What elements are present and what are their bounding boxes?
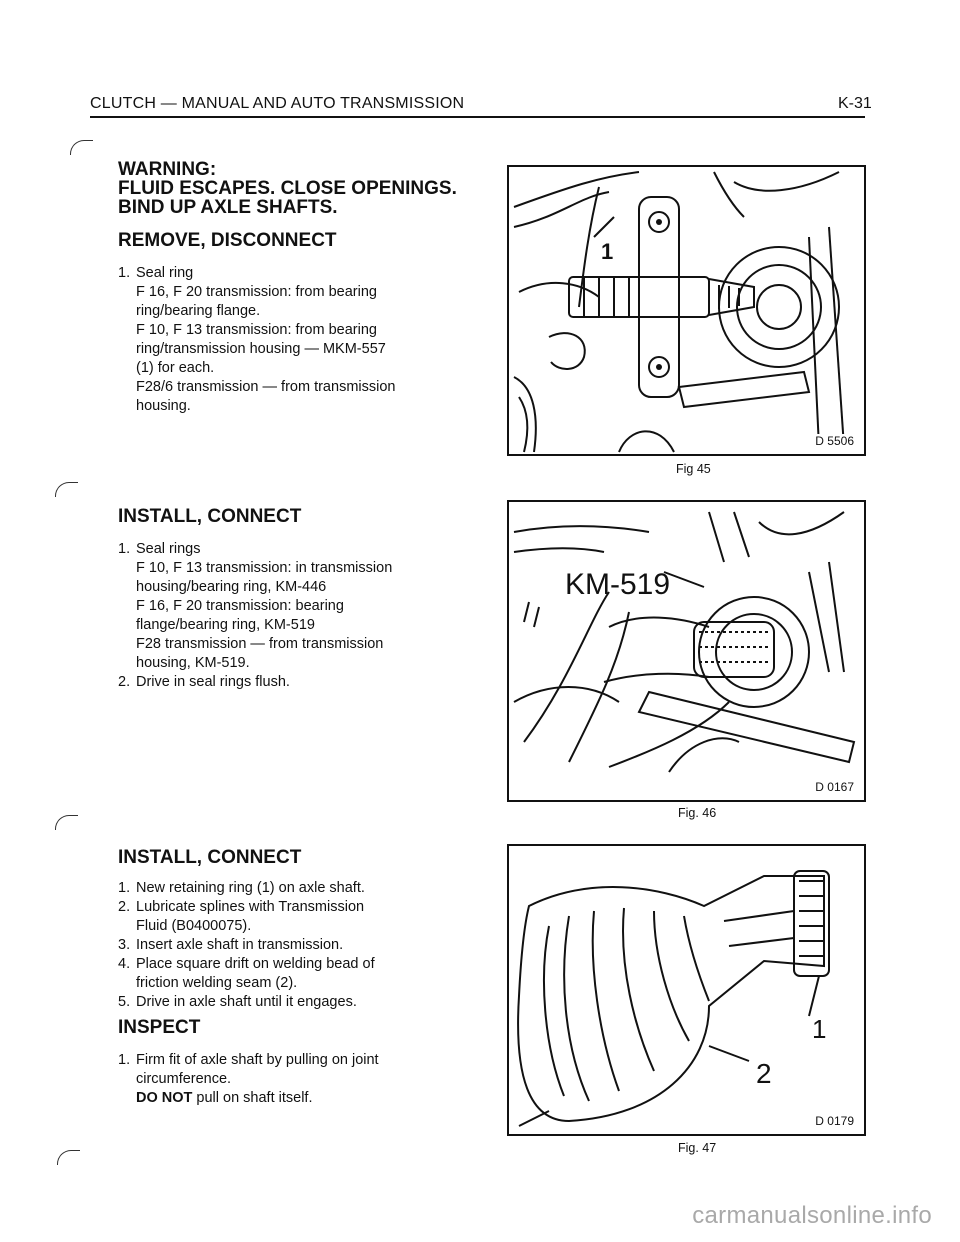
step-item: 2. Drive in seal rings flush. xyxy=(118,673,453,692)
step-item: 5. Drive in axle shaft until it engages. xyxy=(118,993,453,1012)
margin-mark xyxy=(70,140,93,155)
figure-46-drawing xyxy=(513,511,856,773)
figure-caption: Fig 45 xyxy=(676,462,711,476)
figure-45-drawing xyxy=(513,171,845,453)
step-line: Fluid (B0400075). xyxy=(136,918,252,934)
step-line: New retaining ring (1) on axle shaft. xyxy=(136,880,365,896)
step-line: Drive in seal rings flush. xyxy=(136,674,290,690)
step-line: F28/6 transmission — from transmission xyxy=(136,379,396,395)
page-number: K-31 xyxy=(838,95,872,112)
step-line: Insert axle shaft in transmission. xyxy=(136,937,344,953)
step-number: 1. xyxy=(118,265,131,281)
header-rule xyxy=(90,116,865,118)
note-emphasis: DO NOT xyxy=(136,1090,193,1106)
step-line: (1) for each. xyxy=(136,360,215,376)
figure-47-drawing xyxy=(517,870,830,1127)
step-list: 1. New retaining ring (1) on axle shaft.… xyxy=(118,879,453,1012)
step-number: 3. xyxy=(118,937,131,953)
step-line: flange/bearing ring, KM-519 xyxy=(136,617,315,633)
figure-code: D 5506 xyxy=(813,434,856,448)
step-line: Seal rings xyxy=(136,541,201,557)
step-line: Drive in axle shaft until it engages. xyxy=(136,994,357,1010)
section-heading: INSTALL, CONNECT xyxy=(118,506,302,527)
step-line: F 10, F 13 transmission: in transmission xyxy=(136,560,393,576)
step-number: 4. xyxy=(118,956,131,972)
step-item: 1. Seal ring F 16, F 20 transmission: fr… xyxy=(118,264,448,416)
step-item: 4. Place square drift on welding bead of… xyxy=(118,955,453,993)
step-list: 1. Seal ring F 16, F 20 transmission: fr… xyxy=(118,264,448,416)
warning-block: WARNING: FLUID ESCAPES. CLOSE OPENINGS. … xyxy=(118,160,457,217)
callout-label: 1 xyxy=(812,1014,827,1044)
step-line: F 16, F 20 transmission: bearing xyxy=(136,598,344,614)
watermark: carmanualsonline.info xyxy=(692,1202,932,1229)
margin-mark xyxy=(57,1150,80,1165)
callout-label: 1 xyxy=(601,239,614,264)
margin-mark xyxy=(55,815,78,830)
step-line: F 16, F 20 transmission: from bearing xyxy=(136,284,377,300)
step-list: 1. Firm fit of axle shaft by pulling on … xyxy=(118,1051,453,1108)
step-line: housing/bearing ring, KM-446 xyxy=(136,579,327,595)
step-note: DO NOT pull on shaft itself. xyxy=(136,1089,453,1108)
step-line: ring/bearing flange. xyxy=(136,303,261,319)
step-line: friction welding seam (2). xyxy=(136,975,298,991)
figure-code: D 0179 xyxy=(813,1114,856,1128)
step-item: 1. New retaining ring (1) on axle shaft. xyxy=(118,879,453,898)
step-line: Lubricate splines with Transmission xyxy=(136,899,365,915)
step-line: ring/transmission housing — MKM-557 xyxy=(136,341,386,357)
step-line: F28 transmission — from transmission xyxy=(136,636,384,652)
step-line: F 10, F 13 transmission: from bearing xyxy=(136,322,377,338)
step-line: Seal ring xyxy=(136,265,194,281)
figure-47-frame: 1 2 D 0179 xyxy=(507,844,866,1136)
step-item: 2. Lubricate splines with Transmission F… xyxy=(118,898,453,936)
margin-mark xyxy=(55,482,78,497)
step-number: 1. xyxy=(118,541,131,557)
step-item: 1. Firm fit of axle shaft by pulling on … xyxy=(118,1051,453,1108)
step-line: circumference. xyxy=(136,1071,232,1087)
section-heading: REMOVE, DISCONNECT xyxy=(118,230,337,251)
step-number: 2. xyxy=(118,899,131,915)
warning-label: WARNING: xyxy=(118,159,217,180)
figure-caption: Fig. 46 xyxy=(678,806,717,820)
section-heading: INSPECT xyxy=(118,1017,201,1038)
figure-46-frame: KM-519 D 0167 xyxy=(507,500,866,802)
section-heading: INSTALL, CONNECT xyxy=(118,847,302,868)
callout-label: 2 xyxy=(756,1058,772,1089)
warning-line: FLUID ESCAPES. CLOSE OPENINGS. xyxy=(118,178,457,199)
step-line: Place square drift on welding bead of xyxy=(136,956,375,972)
step-number: 5. xyxy=(118,994,131,1010)
warning-line: BIND UP AXLE SHAFTS. xyxy=(118,197,338,218)
step-list: 1. Seal rings F 10, F 13 transmission: i… xyxy=(118,540,453,692)
header-title: CLUTCH — MANUAL AND AUTO TRANSMISSION xyxy=(90,95,465,112)
step-line: Firm fit of axle shaft by pulling on joi… xyxy=(136,1052,379,1068)
note-text: pull on shaft itself. xyxy=(192,1090,313,1106)
figure-code: D 0167 xyxy=(813,780,856,794)
tool-label: KM-519 xyxy=(565,568,671,601)
step-item: 1. Seal rings F 10, F 13 transmission: i… xyxy=(118,540,453,673)
step-line: housing. xyxy=(136,398,191,414)
step-number: 1. xyxy=(118,880,131,896)
figure-caption: Fig. 47 xyxy=(678,1141,717,1155)
step-number: 2. xyxy=(118,674,131,690)
figure-45-frame: 1 D 5506 xyxy=(507,165,866,456)
step-item: 3. Insert axle shaft in transmission. xyxy=(118,936,453,955)
step-line: housing, KM-519. xyxy=(136,655,250,671)
step-number: 1. xyxy=(118,1052,131,1068)
